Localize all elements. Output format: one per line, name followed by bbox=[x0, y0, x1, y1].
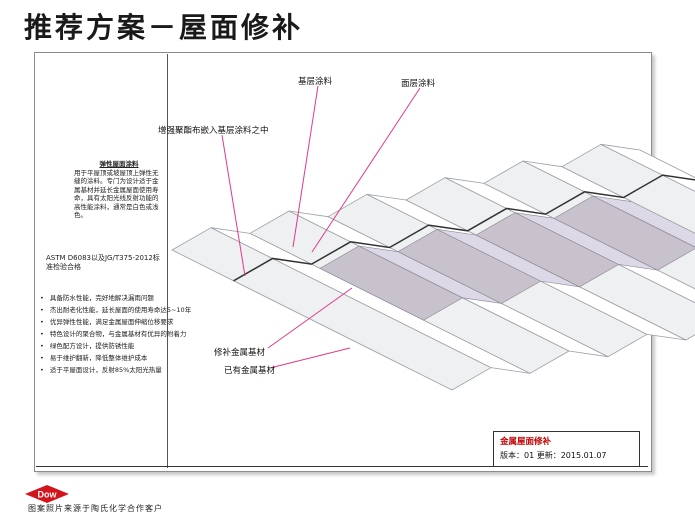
label-fabric: 增强聚酯布嵌入基层涂料之中 bbox=[158, 126, 269, 136]
roof-corrugation-face bbox=[600, 143, 695, 192]
ridge-edge-line bbox=[233, 174, 695, 282]
panel-divider bbox=[167, 54, 168, 468]
bottom-rule bbox=[36, 466, 648, 467]
logo-text: Dow bbox=[38, 490, 58, 500]
list-item: 具备防水性能，完好地解决漏雨问题 bbox=[40, 292, 191, 304]
leader-line-base-coat bbox=[292, 85, 319, 248]
label-top-coat: 面层涂料 bbox=[401, 79, 436, 89]
label-base-coat: 基层涂料 bbox=[298, 77, 333, 87]
page-title: 推荐方案－屋面修补 bbox=[24, 11, 304, 44]
info-box-title: 金属屋面修补 bbox=[500, 437, 552, 447]
roof-corrugation-face bbox=[561, 143, 695, 234]
feature-list: 具备防水性能，完好地解决漏雨问题 杰出耐老化性能，延长屋面的使用寿命达5~10年… bbox=[40, 292, 191, 376]
roof-sheets bbox=[171, 143, 695, 391]
leader-line-fabric bbox=[221, 134, 246, 277]
list-item: 绿色配方设计，提供防锈性能 bbox=[40, 340, 191, 352]
leader-lines bbox=[221, 85, 421, 369]
product-description: 弹性屋面涂料 用于平屋顶或坡屋顶上弹性无缝的涂料。专门为设计适于金属基材并延长金… bbox=[74, 160, 164, 220]
list-item: 适于平屋面设计，反射85%太阳光热量 bbox=[40, 364, 191, 376]
list-item: 杰出耐老化性能，延长屋面的使用寿命达5~10年 bbox=[40, 304, 191, 316]
label-existing-substrate: 已有金属基材 bbox=[224, 366, 276, 376]
list-item: 易于维护翻新，降低整体维护成本 bbox=[40, 352, 191, 364]
footer-note: 图案照片来源于陶氏化学合作客户 bbox=[28, 504, 163, 513]
product-desc-text: 用于平屋顶或坡屋顶上弹性无缝的涂料。专门为设计适于金属基材并延长金属屋面使用寿命… bbox=[74, 168, 159, 220]
leader-line-top-coat bbox=[311, 87, 421, 253]
base-coat-strip bbox=[553, 195, 695, 271]
info-box: 金属屋面修补 版本：01 更新：2015.01.07 bbox=[493, 431, 640, 467]
dow-diamond-icon: Dow bbox=[25, 485, 69, 503]
list-item: 优异弹性性能，满足金属屋面伸缩位移要求 bbox=[40, 316, 191, 328]
standard-note: ASTM D6083以及JG/T375-2012标准检验合格 bbox=[46, 254, 160, 271]
leader-line-repair bbox=[267, 287, 353, 349]
info-box-version: 版本：01 更新：2015.01.07 bbox=[500, 451, 607, 460]
top-coat-strip bbox=[592, 195, 695, 248]
dow-logo: Dow bbox=[24, 484, 70, 508]
list-item: 特色设计的聚合物，与金属基材有优异的附着力 bbox=[40, 328, 191, 340]
product-heading: 弹性屋面涂料 bbox=[99, 160, 139, 168]
leader-line-existing bbox=[269, 347, 351, 369]
label-repair-substrate: 修补金属基材 bbox=[214, 348, 266, 358]
